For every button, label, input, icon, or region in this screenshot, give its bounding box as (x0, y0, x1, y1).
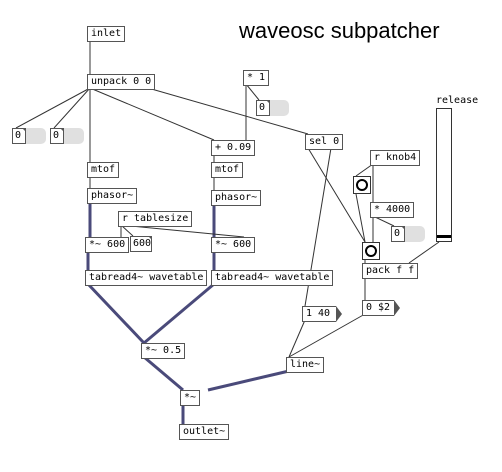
phasor-object-2[interactable]: phasor~ (211, 190, 262, 206)
control-connection (355, 193, 366, 243)
message-1-40[interactable]: 1 40 (302, 306, 342, 322)
pack-object[interactable]: pack f f (362, 263, 419, 279)
control-connection (147, 87, 309, 135)
phasor-object-1[interactable]: phasor~ (87, 188, 138, 204)
signal-connection (143, 282, 215, 345)
signal-multiply-object-1[interactable]: *~ 600 (85, 237, 130, 253)
multiply-4000-object[interactable]: * 4000 (370, 202, 415, 218)
outlet-object[interactable]: outlet~ (179, 424, 230, 440)
control-connection (15, 87, 91, 129)
release-slider-handle[interactable] (437, 235, 451, 238)
number-box-3[interactable]: 0 (256, 100, 270, 116)
patch-title: waveosc subpatcher (239, 18, 440, 43)
line-object[interactable]: line~ (286, 357, 325, 373)
control-connection (53, 87, 91, 129)
receive-tablesize-object[interactable]: r tablesize (118, 211, 193, 227)
message-0-dollar2[interactable]: 0 $2 (362, 300, 400, 316)
control-connection (408, 241, 440, 264)
mtof-object-1[interactable]: mtof (87, 162, 120, 178)
inlet-object[interactable]: inlet (87, 26, 126, 42)
bang-button-2[interactable] (362, 242, 380, 260)
multiply-object[interactable]: * 1 (243, 70, 270, 86)
bang-circle-icon (356, 179, 368, 191)
control-connection (307, 147, 366, 243)
number-box-5[interactable]: 0 (391, 226, 405, 242)
signal-connection (207, 369, 290, 392)
tabread-object-2[interactable]: tabread4~ wavetable (211, 270, 334, 286)
control-connection (120, 224, 245, 238)
bang-button-1[interactable] (353, 176, 371, 194)
mtof-object-2[interactable]: mtof (211, 162, 244, 178)
sel-object[interactable]: sel 0 (305, 134, 344, 150)
signal-connection (86, 282, 146, 345)
release-slider[interactable] (436, 108, 452, 242)
bang-circle-icon (365, 245, 377, 257)
control-connection (245, 83, 260, 101)
control-connection (355, 163, 374, 177)
unpack-object[interactable]: unpack 0 0 (87, 74, 156, 90)
signal-connection (143, 355, 184, 392)
tabread-object-1[interactable]: tabread4~ wavetable (85, 270, 208, 286)
number-box-1[interactable]: 0 (12, 128, 26, 144)
signal-multiply-object-2[interactable]: *~ 600 (211, 237, 256, 253)
control-connection (89, 87, 215, 141)
add-object[interactable]: + 0.09 (211, 140, 256, 156)
number-box-2[interactable]: 0 (50, 128, 64, 144)
signal-multiply-half-object[interactable]: *~ 0.5 (141, 343, 186, 359)
control-connection (288, 313, 366, 358)
control-connection (288, 319, 306, 358)
number-box-tablesize[interactable]: 600 (130, 236, 152, 252)
output-multiply-object[interactable]: *~ (180, 390, 201, 406)
receive-knob-object[interactable]: r knob4 (370, 150, 421, 166)
release-label: release (436, 95, 479, 106)
